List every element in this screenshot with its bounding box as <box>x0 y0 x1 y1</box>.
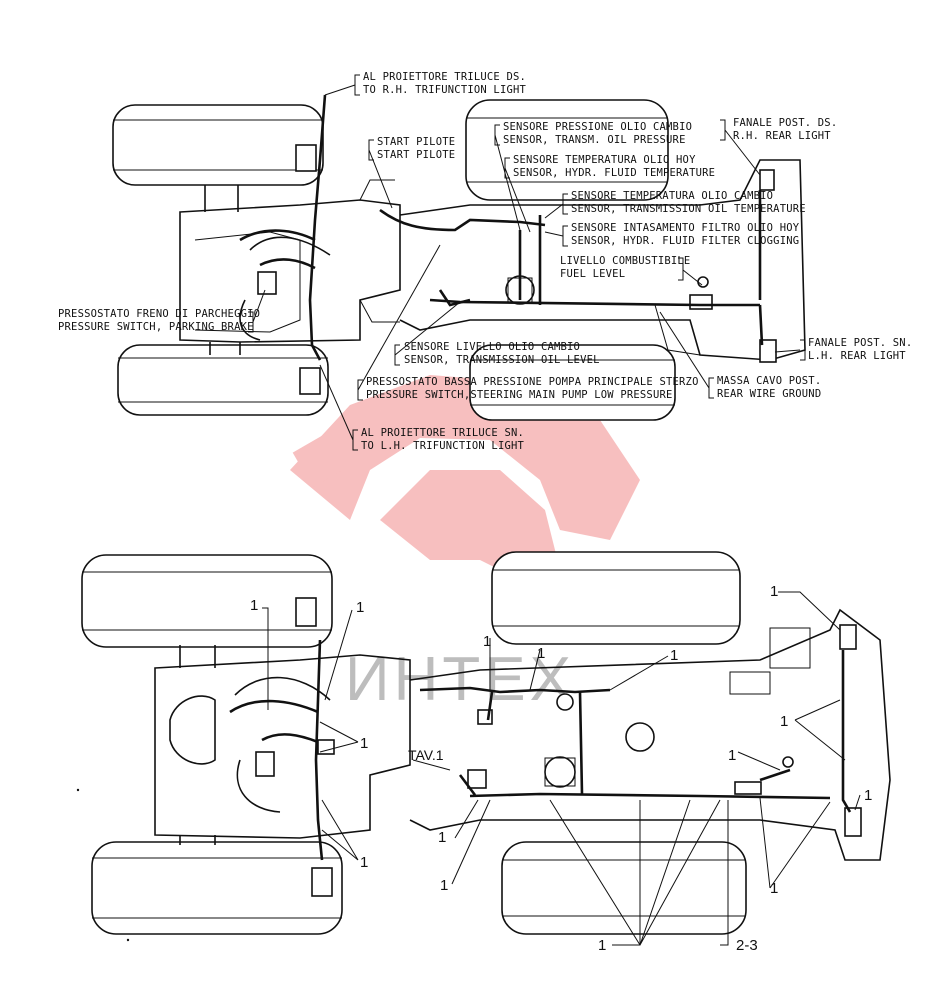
top-rear-upper-wheel <box>465 99 669 201</box>
callout-2-3: 2-3 <box>736 937 758 954</box>
callout-1: 1 <box>440 877 448 894</box>
callout-1: 1 <box>598 937 606 954</box>
callout-1: 1 <box>864 787 872 804</box>
label-fuel-level-en: FUEL LEVEL <box>560 268 625 280</box>
label-hydr-filter-it: SENSORE INTASAMENTO FILTRO OLIO HOY <box>571 222 800 234</box>
bottom-leader-lines <box>262 591 861 946</box>
label-hydr-fluid-temp-it: SENSORE TEMPERATURA OLIO HOY <box>513 154 696 166</box>
label-transm-oil-pressure-en: SENSOR, TRANSM. OIL PRESSURE <box>503 134 686 146</box>
label-transm-oil-level-en: SENSOR, TRANSMISSION OIL LEVEL <box>404 354 600 366</box>
callout-1: 1 <box>250 597 258 614</box>
callout-1: 1 <box>483 633 491 650</box>
callout-1: 1 <box>356 599 364 616</box>
top-rear-lower-wheel <box>469 344 676 421</box>
label-lh-rear-light-en: L.H. REAR LIGHT <box>808 350 906 362</box>
label-steering-pump-en: PRESSURE SWITCH,STEERING MAIN PUMP LOW P… <box>366 389 673 401</box>
callout-1: 1 <box>360 735 368 752</box>
label-start-pilote-en: START PILOTE <box>377 149 455 161</box>
label-rh-rear-light-it: FANALE POST. DS. <box>733 117 837 129</box>
callout-1: 1 <box>770 583 778 600</box>
label-lh-trifunction-en: TO L.H. TRIFUNCTION LIGHT <box>361 440 525 452</box>
callout-1: 1 <box>537 645 545 662</box>
callout-1: 1 <box>670 647 678 664</box>
top-front-lower-wheel <box>117 344 329 416</box>
top-labels: AL PROIETTORE TRILUCE DS. TO R.H. TRIFUN… <box>58 71 912 452</box>
label-transm-oil-level-it: SENSORE LIVELLO OLIO CAMBIO <box>404 341 580 353</box>
top-front-upper-wheel <box>112 104 324 186</box>
top-leader-lines <box>248 74 806 451</box>
bottom-rear-upper-wheel <box>491 551 741 645</box>
callout-1: 1 <box>360 854 368 871</box>
label-rear-wire-ground-en: REAR WIRE GROUND <box>717 388 821 400</box>
bottom-rear-lower-wheel <box>501 841 747 935</box>
callout-1: 1 <box>728 747 736 764</box>
callout-1: 1 <box>438 829 446 846</box>
tav-1-label: TAV.1 <box>408 747 444 763</box>
bottom-wiring-harness <box>229 639 852 861</box>
bottom-callouts: 1 1 1 1 1 1 1 1 1 1 1 1 1 1 1 2-3 TAV.1 <box>250 583 872 954</box>
label-rear-wire-ground-it: MASSA CAVO POST. <box>717 375 821 387</box>
label-rh-trifunction-en: TO R.H. TRIFUNCTION LIGHT <box>363 84 527 96</box>
top-tractor-outline <box>112 99 806 421</box>
label-hydr-filter-en: SENSOR, HYDR. FLUID FILTER CLOGGING <box>571 235 799 247</box>
callout-1: 1 <box>780 713 788 730</box>
label-lh-trifunction-it: AL PROIETTORE TRILUCE SN. <box>361 427 524 439</box>
bottom-front-upper-wheel <box>81 554 333 648</box>
label-fuel-level-it: LIVELLO COMBUSTIBILE <box>560 255 690 267</box>
label-rh-trifunction-it: AL PROIETTORE TRILUCE DS. <box>363 71 526 83</box>
label-parking-brake-en: PRESSURE SWITCH, PARKING BRAKE <box>58 321 254 333</box>
label-lh-rear-light-it: FANALE POST. SN. <box>808 337 912 349</box>
label-start-pilote-it: START PILOTE <box>377 136 455 148</box>
bottom-front-lower-wheel <box>91 841 343 935</box>
callout-1: 1 <box>770 880 778 897</box>
top-wiring-harness <box>239 94 764 361</box>
label-parking-brake-it: PRESSOSTATO FRENO DI PARCHEGGIO <box>58 308 260 320</box>
label-transm-oil-pressure-it: SENSORE PRESSIONE OLIO CAMBIO <box>503 121 692 133</box>
label-rh-rear-light-en: R.H. REAR LIGHT <box>733 130 831 142</box>
label-hydr-fluid-temp-en: SENSOR, HYDR. FLUID TEMPERATURE <box>513 167 715 179</box>
label-transm-oil-temp-it: SENSORE TEMPERATURA OLIO CAMBIO <box>571 190 773 202</box>
label-steering-pump-it: PRESSOSTATO BASSA PRESSIONE POMPA PRINCI… <box>366 376 699 388</box>
label-transm-oil-temp-en: SENSOR, TRANSMISSION OIL TEMPERATURE <box>571 203 806 215</box>
bottom-tractor-outline <box>81 551 891 935</box>
